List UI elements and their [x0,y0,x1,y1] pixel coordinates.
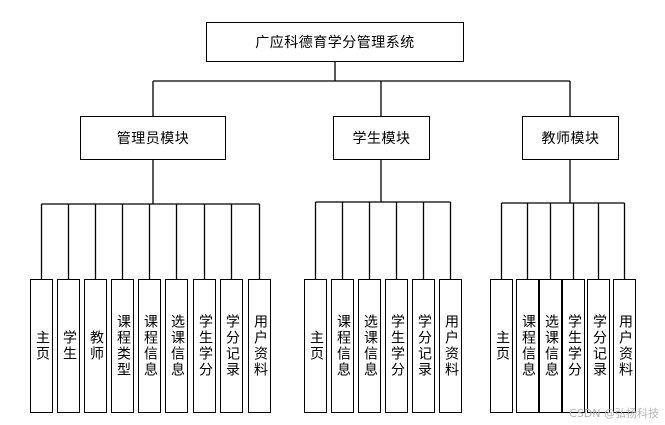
module-node-student: 学生模块 [333,116,430,160]
leaf-node: 选课信息 [539,279,562,413]
leaf-node: 主页 [490,279,513,413]
leaf-node: 学分记录 [412,279,435,413]
leaf-node: 教师 [84,279,107,413]
leaf-node: 学生学分 [193,279,216,413]
leaf-node: 选课信息 [358,279,381,413]
leaf-node: 学分记录 [220,279,243,413]
leaf-node: 主页 [30,279,53,413]
leaf-node: 课程信息 [331,279,354,413]
leaf-node: 用户资料 [248,279,271,413]
module-node-admin: 管理员模块 [80,116,226,160]
leaf-node: 用户资料 [439,279,462,413]
leaf-node: 课程类型 [111,279,134,413]
leaf-node: 课程信息 [138,279,161,413]
leaf-node: 学生学分 [562,279,585,413]
leaf-node: 选课信息 [165,279,188,413]
leaf-node: 学生 [57,279,80,413]
module-node-teacher: 教师模块 [522,116,619,160]
watermark-text: CSDN @弘扬科技 [569,407,659,420]
leaf-node: 学生学分 [385,279,408,413]
leaf-node: 课程信息 [516,279,539,413]
leaf-node: 主页 [304,279,327,413]
leaf-node: 用户资料 [613,279,636,413]
leaf-node: 学分记录 [587,279,610,413]
root-node: 广应科德育学分管理系统 [206,22,464,62]
